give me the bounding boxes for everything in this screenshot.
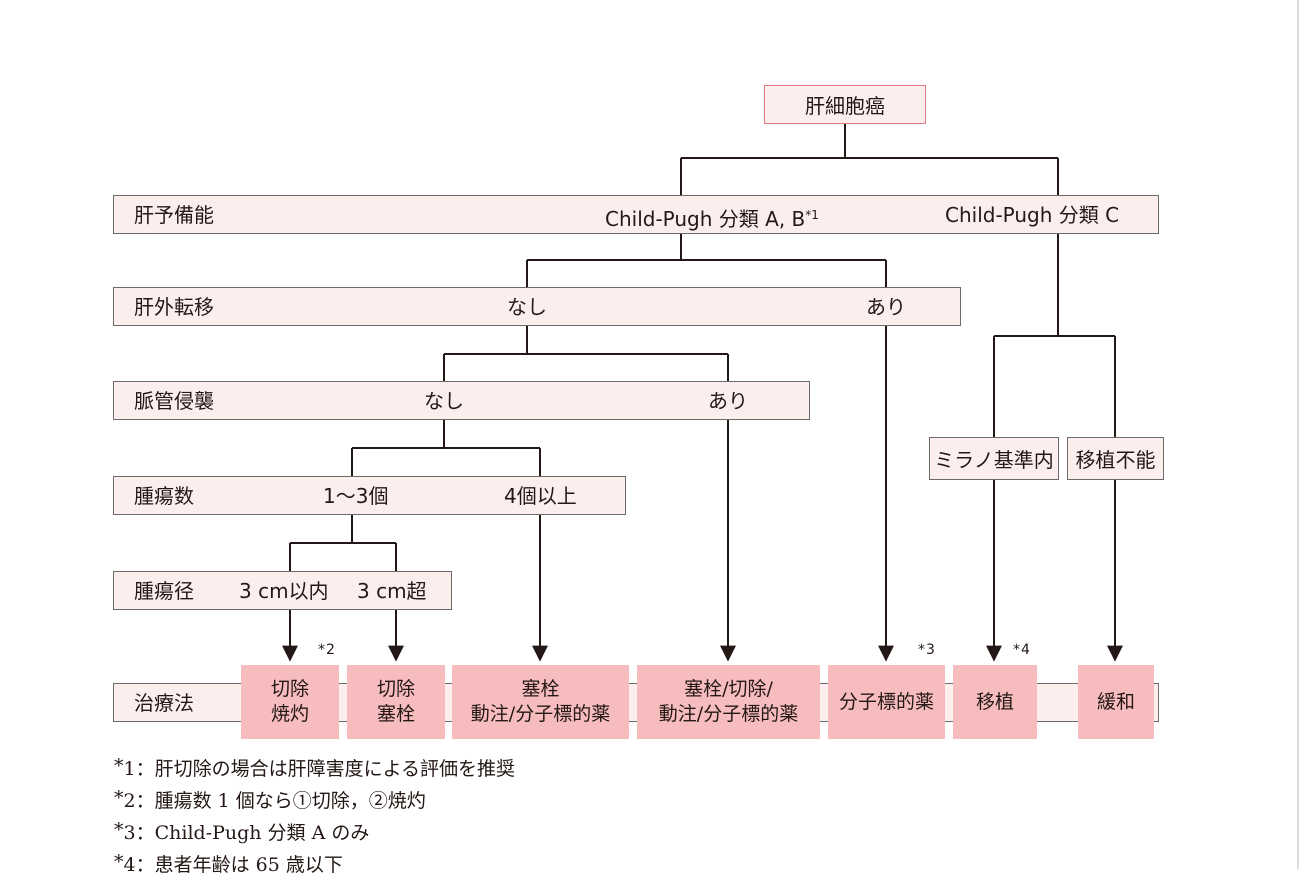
- row-tumor-count-label: 腫瘍数: [134, 484, 194, 508]
- row-metastasis-label: 肝外転移: [134, 295, 214, 319]
- row-tumor-size: [113, 571, 452, 610]
- row-vascular-invasion: [113, 381, 810, 420]
- vascular-present: あり: [708, 389, 748, 413]
- row-liver-function-label: 肝予備能: [134, 203, 214, 227]
- note-mark-3: *3: [918, 642, 936, 658]
- milan-criteria-box: ミラノ基準内: [929, 437, 1059, 480]
- tumor-size-small: 3 cm以内: [239, 579, 329, 603]
- note-mark-1: *1: [805, 208, 819, 222]
- footnote-2: *2：腫瘍数 1 個なら①切除，②焼灼: [114, 787, 426, 812]
- row-metastasis: [113, 287, 961, 326]
- tumor-size-large: 3 cm超: [357, 579, 427, 603]
- note-mark-4: *4: [1013, 642, 1031, 658]
- treatment-palliative: 緩和: [1078, 665, 1154, 739]
- footnotes: *1：肝切除の場合は肝障害度による評価を推奨 *2：腫瘍数 1 個なら①切除，②…: [114, 752, 515, 880]
- root-label: 肝細胞癌: [805, 94, 885, 118]
- transplant-not-possible-box: 移植不能: [1067, 437, 1164, 480]
- row-treatment-label: 治療法: [134, 691, 194, 715]
- root-node: 肝細胞癌: [764, 85, 926, 124]
- page-edge-rule: [1297, 0, 1299, 869]
- row-liver-function: [113, 195, 1159, 234]
- footnote-1: *1：肝切除の場合は肝障害度による評価を推奨: [114, 755, 516, 780]
- note-mark-2: *2: [318, 642, 336, 658]
- footnote-4: *4：患者年齢は 65 歳以下: [114, 851, 343, 876]
- treatment-molecular-targeted: 分子標的薬: [828, 665, 945, 739]
- child-pugh-ab: Child-Pugh 分類 A, B*1: [605, 207, 819, 231]
- vascular-none: なし: [424, 389, 464, 413]
- tumor-count-many: 4個以上: [504, 484, 577, 508]
- transplant-not-possible-label: 移植不能: [1075, 448, 1156, 472]
- treatment-resection-embolization: 切除塞栓: [347, 665, 445, 739]
- child-pugh-c: Child-Pugh 分類 C: [945, 203, 1120, 227]
- footnote-3: *3：Child-Pugh 分類 A のみ: [114, 819, 370, 844]
- row-tumor-size-label: 腫瘍径: [134, 579, 194, 603]
- treatment-transplant: 移植: [953, 665, 1037, 739]
- row-vascular-label: 脈管侵襲: [134, 389, 214, 413]
- treatment-resection-ablation: 切除焼灼: [241, 665, 339, 739]
- milan-criteria-label: ミラノ基準内: [934, 448, 1054, 472]
- tumor-count-few: 1〜3個: [323, 484, 389, 508]
- treatment-embolization-infusion: 塞栓動注/分子標的薬: [452, 665, 629, 739]
- row-tumor-count: [113, 476, 626, 515]
- metastasis-present: あり: [866, 295, 906, 319]
- treatment-embolization-resection-infusion: 塞栓/切除/動注/分子標的薬: [637, 665, 820, 739]
- metastasis-none: なし: [507, 295, 547, 319]
